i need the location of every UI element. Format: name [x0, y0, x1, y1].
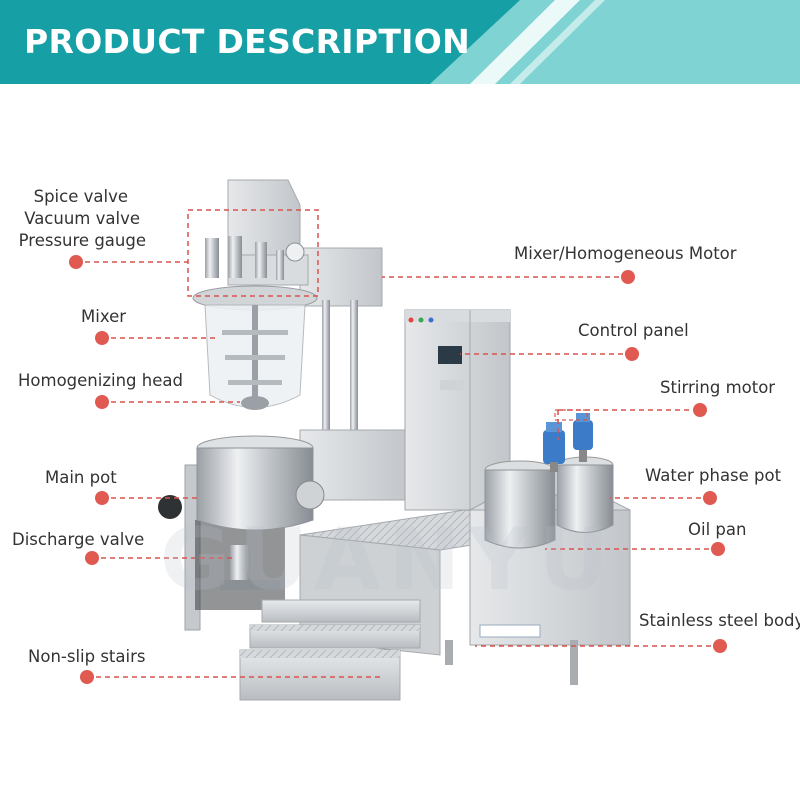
- label-mixer: Mixer: [81, 307, 127, 326]
- callout-lines: [76, 261, 720, 678]
- label-stirring-motor: Stirring motor: [660, 378, 776, 397]
- label-mixer-motor: Mixer/Homogeneous Motor: [514, 244, 737, 263]
- label-control-panel: Control panel: [578, 321, 689, 340]
- main-pot: [158, 435, 325, 590]
- label-vacuum-valve: Vacuum valve: [24, 209, 140, 228]
- label-discharge-valve: Discharge valve: [12, 530, 145, 549]
- stairs: [239, 599, 421, 701]
- page-title: PRODUCT DESCRIPTION: [24, 22, 471, 61]
- label-pressure-gauge: Pressure gauge: [18, 231, 146, 250]
- label-non-slip-stairs: Non-slip stairs: [28, 647, 146, 666]
- label-oil-pan: Oil pan: [688, 520, 747, 539]
- callout-dots: [69, 255, 727, 684]
- mixer-vessel: [204, 304, 306, 410]
- label-stainless-body: Stainless steel body: [639, 611, 800, 630]
- brand-watermark: GUANYU: [160, 510, 617, 610]
- label-water-phase-pot: Water phase pot: [645, 466, 782, 485]
- header-banner: PRODUCT DESCRIPTION: [0, 0, 800, 84]
- header-shape: [0, 0, 800, 84]
- water-phase-pot: [484, 456, 614, 549]
- valve-callout-box: [187, 209, 319, 297]
- label-homogenizing-head: Homogenizing head: [18, 371, 183, 390]
- lift-column: [227, 179, 383, 435]
- label-spice-valve: Spice valve: [33, 187, 128, 206]
- main-pot-frame: [184, 429, 409, 631]
- stirring-motors: [543, 413, 593, 472]
- label-main-pot: Main pot: [45, 468, 117, 487]
